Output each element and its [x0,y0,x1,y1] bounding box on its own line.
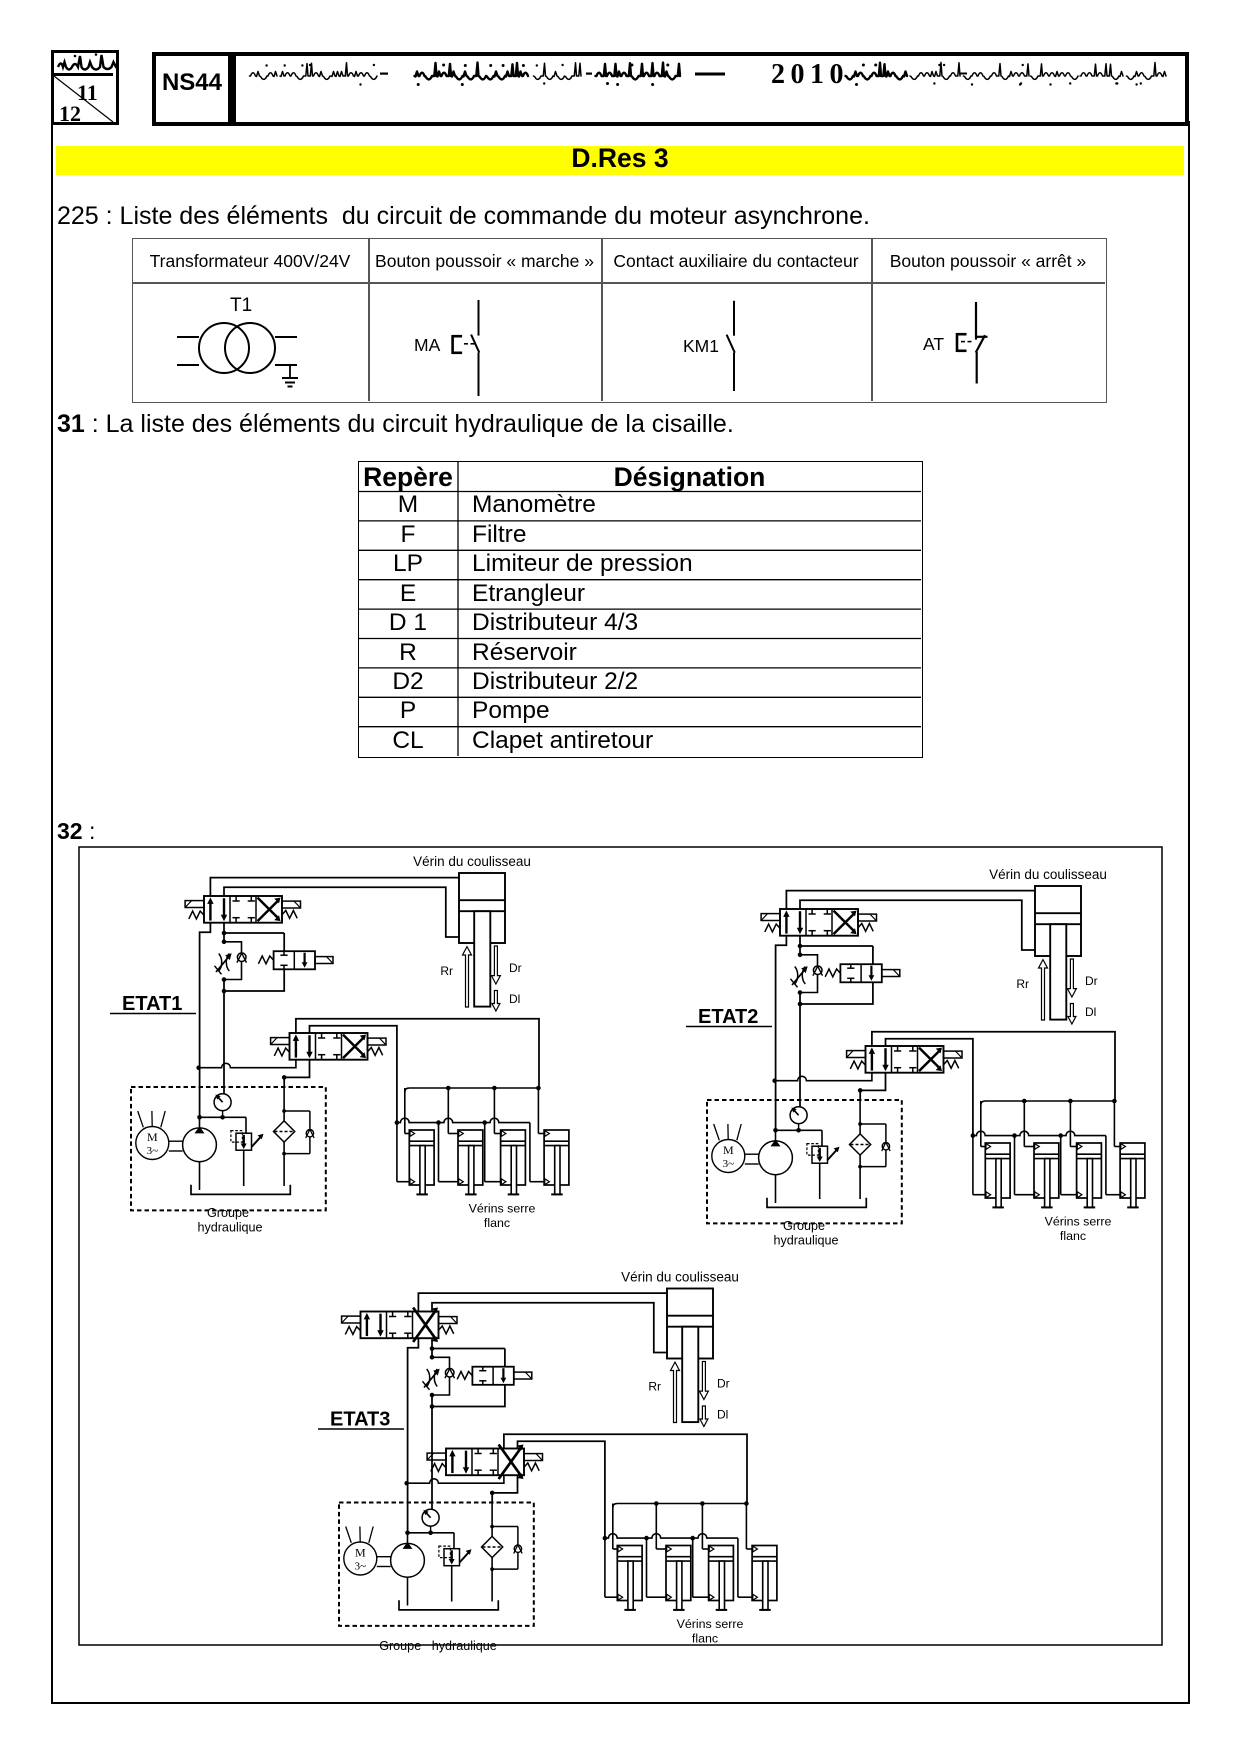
svg-text:M: M [147,1130,158,1144]
svg-text:flanc: flanc [692,1632,718,1646]
svg-text:3~: 3~ [147,1145,159,1157]
svg-text:Vérins serre: Vérins serre [1045,1215,1112,1229]
svg-text:Dl: Dl [1085,1005,1096,1019]
svg-text:11: 11 [77,80,98,105]
svg-text:Groupe: Groupe [207,1206,249,1220]
svg-text:Vérin du coulisseau: Vérin du coulisseau [413,854,531,869]
svg-text:ETAT3: ETAT3 [330,1409,390,1431]
svg-text:Dr: Dr [509,961,522,975]
svg-text:flanc: flanc [1060,1229,1086,1243]
svg-text:12: 12 [59,101,81,123]
svg-text:3~: 3~ [355,1561,367,1573]
svg-text:M: M [355,1546,366,1560]
svg-text:Groupe hydraulique: Groupe hydraulique [379,1639,497,1653]
svg-text:flanc: flanc [484,1216,510,1230]
svg-text:Rr: Rr [440,964,453,978]
svg-text:Vérins serre: Vérins serre [469,1202,536,1216]
svg-text:Dr: Dr [1085,974,1098,988]
svg-text:Vérin du coulisseau: Vérin du coulisseau [621,1270,739,1285]
svg-text:Groupe: Groupe [783,1219,825,1233]
svg-text:Dr: Dr [717,1377,730,1391]
svg-text:Rr: Rr [1016,977,1029,991]
svg-text:ETAT2: ETAT2 [698,1006,758,1028]
svg-text:Dl: Dl [717,1408,728,1422]
svg-text:Vérins serre: Vérins serre [677,1617,744,1631]
svg-text:M: M [723,1143,734,1157]
svg-text:hydraulique: hydraulique [773,1234,838,1248]
svg-text:Vérin du coulisseau: Vérin du coulisseau [989,867,1107,882]
svg-text:Dl: Dl [509,992,520,1006]
svg-text:hydraulique: hydraulique [197,1221,262,1235]
svg-text:Rr: Rr [648,1380,661,1394]
svg-text:3~: 3~ [723,1158,735,1170]
svg-text:ETAT1: ETAT1 [122,993,182,1015]
